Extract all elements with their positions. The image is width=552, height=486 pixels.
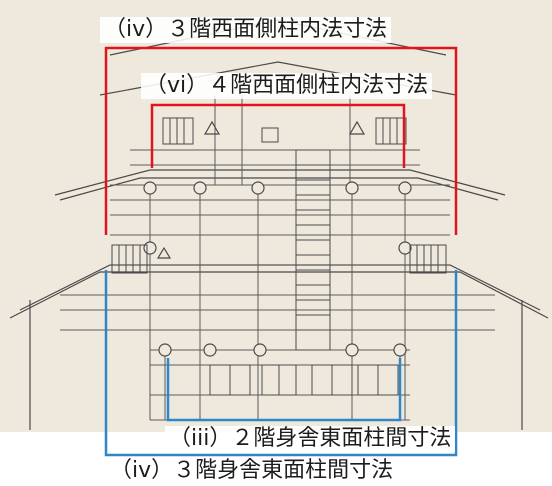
staircase [295, 149, 331, 351]
drawing-paper [0, 0, 552, 432]
red-dimension-floor3 [104, 46, 458, 235]
lattice-windows [111, 117, 447, 396]
blue-dimension-floor2 [166, 358, 402, 422]
red-dimension-floor4 [150, 103, 406, 168]
label-floor4-west-inner: （vi）４階西面側柱内法寸法 [141, 73, 433, 99]
triangle-marks [156, 120, 366, 259]
label-floor2-east-span: （iii）２階身舎東面柱間寸法 [165, 426, 456, 452]
label-floor3-west-inner: （iv）３階西面側柱内法寸法 [100, 17, 392, 43]
blue-dimension-floor3 [104, 270, 458, 457]
label-floor3-east-span: （iv）３階身舎東面柱間寸法 [106, 458, 398, 484]
